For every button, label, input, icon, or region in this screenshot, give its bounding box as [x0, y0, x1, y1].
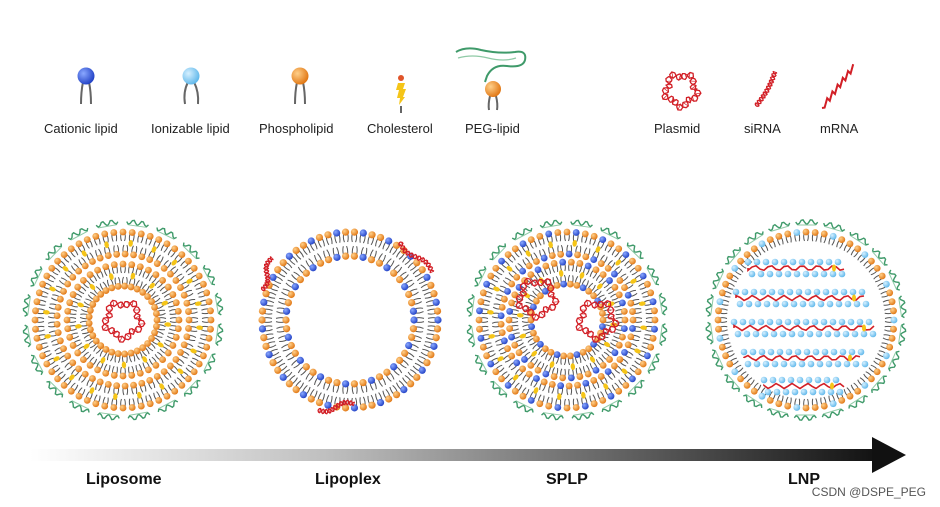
stage-label-splp: SPLP [546, 471, 588, 488]
ionizable-lipid-icon [182, 67, 200, 105]
mrna-lipid-complex [732, 288, 870, 308]
legend-label-sirna: siRNA [744, 121, 781, 136]
plasmid-icon [661, 71, 702, 111]
mrna-lipid-complex [760, 376, 845, 396]
legend-label-cholesterol: Cholesterol [367, 121, 433, 136]
stage-label-liposome: Liposome [86, 471, 162, 488]
mrna-lipid-complex [740, 348, 869, 368]
legend-icons [77, 47, 855, 113]
watermark: CSDN @DSPE_PEG [811, 485, 926, 499]
legend-label-phospholipid: Phospholipid [259, 121, 334, 136]
legend-label-cationic-lipid: Cationic lipid [44, 121, 118, 136]
cationic-lipid-icon [77, 67, 95, 105]
liposome-particle [22, 219, 224, 421]
lnp-particle [705, 218, 907, 422]
splp-particle [466, 219, 668, 421]
stage-label-lipoplex: Lipoplex [315, 471, 381, 488]
mrna-icon [821, 63, 855, 109]
peg-lipid-icon [455, 47, 527, 111]
progression-arrow [30, 437, 906, 473]
surface-plasmid [260, 241, 435, 415]
mrna-lipid-complex [730, 318, 877, 338]
cholesterol-icon [396, 75, 406, 113]
plasmid-cargo [515, 277, 620, 343]
stage-label-lnp: LNP [788, 471, 820, 488]
plasmid-cargo [101, 299, 146, 343]
legend-label-peg-lipid: PEG-lipid [465, 121, 520, 136]
lipoplex-particle [258, 228, 442, 415]
legend-label-ionizable-lipid: Ionizable lipid [151, 121, 230, 136]
phospholipid-icon [291, 67, 309, 105]
legend-label-plasmid: Plasmid [654, 121, 701, 136]
sirna-icon [754, 70, 778, 107]
mrna-lipid-complex [744, 258, 846, 278]
legend-label-mrna: mRNA [820, 121, 859, 136]
